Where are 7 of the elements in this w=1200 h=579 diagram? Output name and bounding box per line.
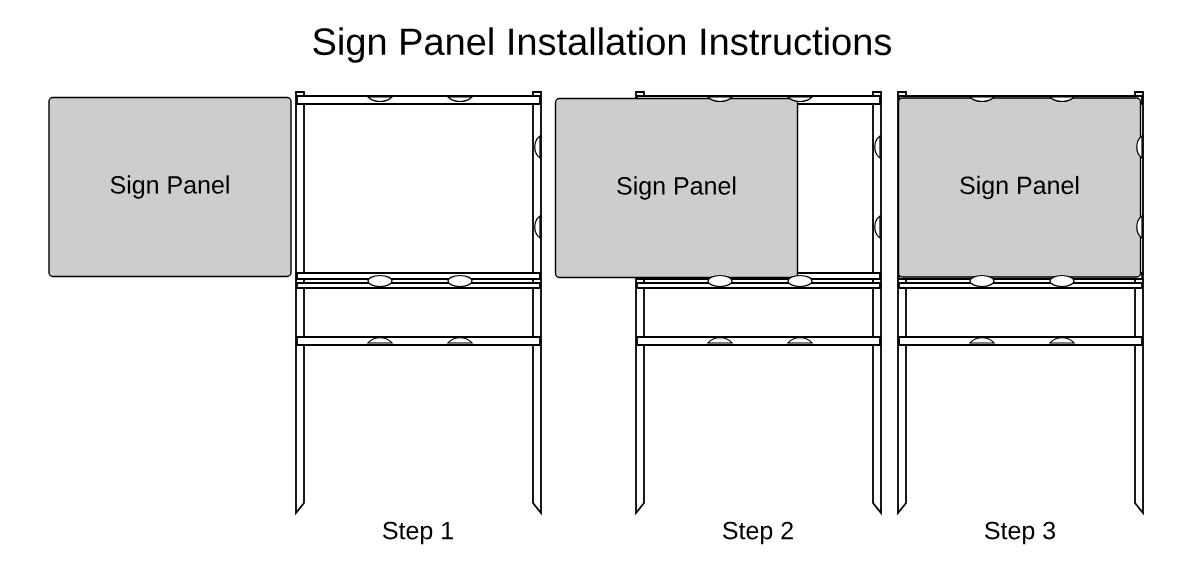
sign-panel: Sign Panel bbox=[554, 97, 799, 279]
step-label: Step 1 bbox=[383, 521, 453, 545]
step-label: Step 3 bbox=[985, 521, 1055, 545]
sign-panel: Sign Panel bbox=[897, 97, 1142, 278]
title: Sign Panel Installation Instructions bbox=[313, 27, 891, 63]
step-label: Step 2 bbox=[723, 521, 793, 545]
sign-panel: Sign Panel bbox=[48, 96, 292, 278]
